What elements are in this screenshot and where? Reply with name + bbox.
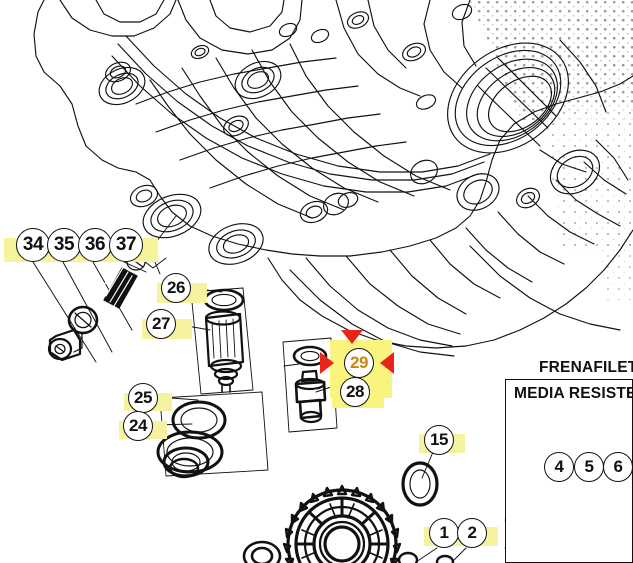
callout-28[interactable]: 28 bbox=[340, 377, 370, 407]
callout-1[interactable]: 1 bbox=[429, 518, 459, 548]
arrow-top-icon bbox=[341, 330, 363, 344]
callout-24[interactable]: 24 bbox=[123, 411, 153, 441]
callout-5[interactable]: 5 bbox=[574, 452, 604, 482]
callout-25[interactable]: 25 bbox=[128, 383, 158, 413]
callout-6[interactable]: 6 bbox=[603, 452, 633, 482]
arrow-left-icon bbox=[320, 352, 334, 374]
callout-35[interactable]: 35 bbox=[47, 228, 81, 262]
callout-26[interactable]: 26 bbox=[161, 273, 191, 303]
note-box-text: MEDIA RESISTE bbox=[514, 385, 633, 402]
callout-15[interactable]: 15 bbox=[424, 425, 454, 455]
note-title: FRENAFILET bbox=[539, 359, 633, 376]
callout-36[interactable]: 36 bbox=[78, 228, 112, 262]
callout-4[interactable]: 4 bbox=[544, 452, 574, 482]
arrow-right-icon bbox=[380, 352, 394, 374]
callout-37[interactable]: 37 bbox=[109, 228, 143, 262]
callout-34[interactable]: 34 bbox=[16, 228, 50, 262]
callout-27[interactable]: 27 bbox=[146, 309, 176, 339]
callout-2[interactable]: 2 bbox=[457, 518, 487, 548]
callout-29[interactable]: 29 bbox=[344, 348, 374, 378]
